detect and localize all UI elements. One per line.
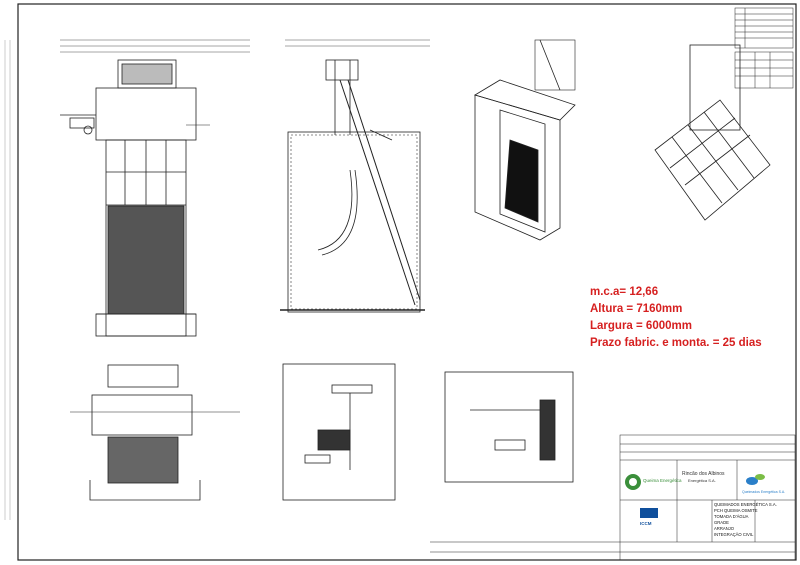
spec-prazo: Prazo fabric. e monta. = 25 dias [590,337,762,349]
tb-line3: TOMADA D'ÁGUA [714,514,749,519]
logo-iccm: ICCM [640,521,652,526]
front-view [60,39,250,337]
logo-rincao-sub: Energética S.A. [688,478,716,483]
title-block [430,434,796,561]
logo-marks [625,474,765,518]
detail-b [444,371,574,483]
iso-view-grid [654,44,771,221]
revision-table [734,7,794,89]
spec-mca: m.c.a= 12,66 [590,286,659,298]
tb-line4: GRADE [714,520,729,525]
tb-line5: ARRANJO [714,526,735,531]
tb-line6: INTEGRAÇÃO CIVIL [714,532,754,537]
section-view [280,39,430,313]
iso-view-enclosure [474,39,576,241]
tb-company: QUEIMADOS ENERGÉTICA S.A. [714,502,777,507]
tb-project: PCH QUEIMA OSMITE [714,508,758,513]
logo-queimados: Queimados Energética S.A. [742,490,786,494]
plan-view [70,364,240,501]
detail-a [282,363,396,501]
logo-queima: Queima Energética [643,478,682,483]
spec-largura: Largura = 6000mm [590,320,692,332]
logo-rincao: Rincão dos Albinos [682,471,725,477]
spec-altura: Altura = 7160mm [590,303,683,315]
